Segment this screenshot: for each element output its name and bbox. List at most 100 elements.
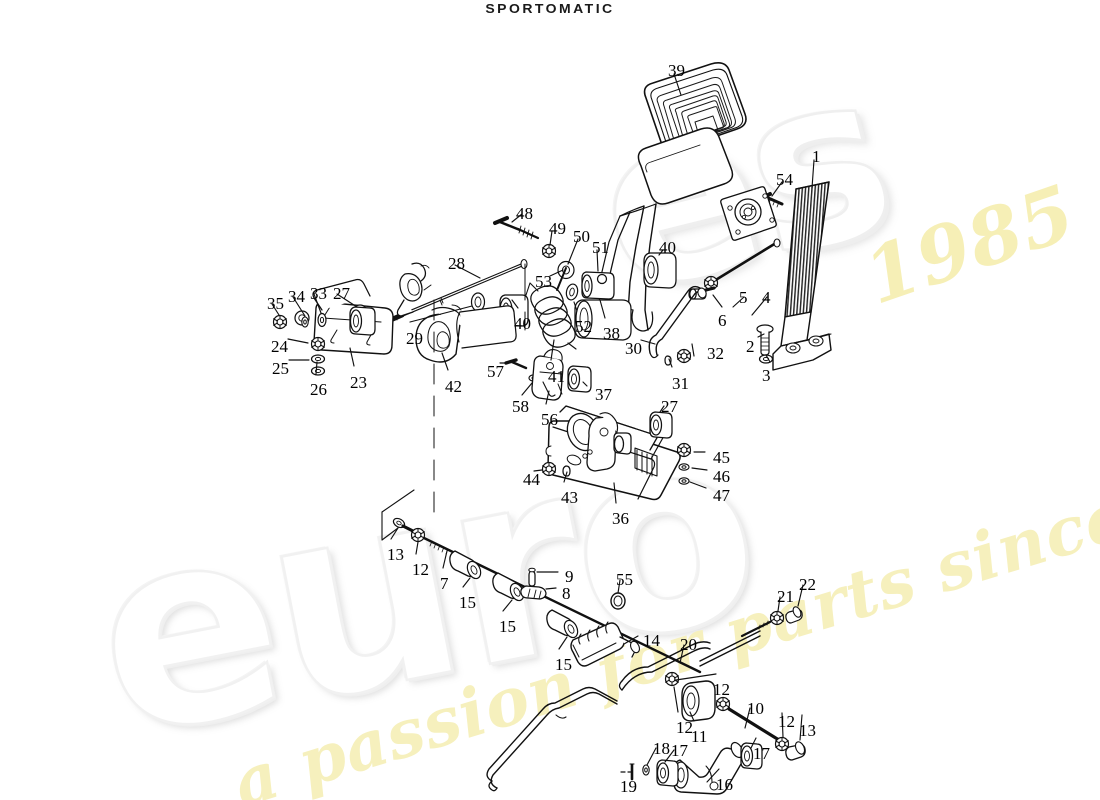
callout-55: 55 <box>616 570 633 589</box>
part-34-washer <box>301 316 309 328</box>
part-14-bellows <box>570 621 641 667</box>
page-title: SPORTOMATIC <box>485 2 615 16</box>
callout-42: 42 <box>445 377 462 396</box>
callout-25: 25 <box>272 359 289 378</box>
part-48-bolt <box>493 216 540 240</box>
callout-12: 12 <box>676 718 693 737</box>
callout-14: 14 <box>643 631 660 650</box>
part-35-nut <box>272 314 288 330</box>
callout-46: 46 <box>713 467 730 486</box>
part-55-o-ring <box>610 592 626 610</box>
part-33-washer <box>317 312 327 328</box>
callout-7: 7 <box>440 574 449 593</box>
part-42-bracket <box>415 304 517 363</box>
part-27-bushing <box>349 306 376 336</box>
callout-12: 12 <box>713 680 730 699</box>
callout-44: 44 <box>523 470 540 489</box>
callout-54: 54 <box>776 170 793 189</box>
part-46-washer <box>678 463 690 471</box>
part-40-bushing-b <box>643 252 677 289</box>
part-37-bushing <box>567 365 592 393</box>
part-1-accelerator-pedal <box>772 181 832 371</box>
part-32-nut <box>676 348 692 364</box>
callout-40: 40 <box>514 314 531 333</box>
callout-16: 16 <box>716 775 733 794</box>
callout-17: 17 <box>753 744 770 763</box>
part-29-clamp <box>396 262 430 317</box>
callout-56: 56 <box>541 410 558 429</box>
callout-48: 48 <box>516 204 533 223</box>
part-26-washer <box>310 366 326 376</box>
part-47-washer <box>678 477 690 485</box>
part-4-push-rod <box>712 238 781 283</box>
callout-47: 47 <box>713 486 730 505</box>
part-21-nut <box>769 610 785 626</box>
callout-28: 28 <box>448 254 465 273</box>
callout-20: 20 <box>680 635 697 654</box>
part-13-rod-end-b <box>785 741 806 761</box>
part-2-bolt <box>756 324 774 356</box>
part-17-sleeve <box>656 759 679 787</box>
part-25-washer <box>310 354 326 364</box>
callout-10: 10 <box>747 699 764 718</box>
callout-37: 37 <box>595 385 612 404</box>
clutch-pull-rod <box>486 686 618 792</box>
callout-27: 27 <box>333 284 350 303</box>
part-3-washer <box>758 354 774 364</box>
part-56-bracket <box>531 349 564 401</box>
part-41-coil-spring <box>523 282 577 350</box>
part-43-pin <box>562 465 571 477</box>
part-39-pedal-pad <box>643 62 747 151</box>
part-20-bent-tube <box>618 630 761 691</box>
callout-13: 13 <box>799 721 816 740</box>
callout-45: 45 <box>713 448 730 467</box>
callout-6: 6 <box>718 311 727 330</box>
part-17-sleeve-b <box>740 742 763 770</box>
callout-51: 51 <box>592 238 609 257</box>
part-8-clip <box>520 585 547 600</box>
callout-38: 38 <box>603 324 620 343</box>
callout-19: 19 <box>620 777 637 796</box>
callout-49: 49 <box>549 219 566 238</box>
part-9-pin <box>528 567 536 587</box>
part-24-nut <box>310 336 326 352</box>
callout-9: 9 <box>565 567 574 586</box>
callout-21: 21 <box>777 587 794 606</box>
callout-13: 13 <box>387 545 404 564</box>
callout-53: 53 <box>535 272 552 291</box>
callout-41: 41 <box>548 367 565 386</box>
callout-17: 17 <box>671 741 688 760</box>
part-15-bushing-3 <box>546 609 579 639</box>
callout-15: 15 <box>555 655 572 674</box>
callout-8: 8 <box>562 584 571 603</box>
part-38-brake-pedal-arm <box>574 127 734 341</box>
callout-3: 3 <box>762 366 771 385</box>
part-27-bushing-2 <box>649 411 673 439</box>
callout-18: 18 <box>653 739 670 758</box>
part-45-nut <box>676 442 692 458</box>
part-49-nut <box>541 243 557 259</box>
callout-34: 34 <box>288 287 305 306</box>
callout-39: 39 <box>668 61 685 80</box>
callout-50: 50 <box>573 227 590 246</box>
callout-31: 31 <box>672 374 689 393</box>
part-51-collar <box>581 271 615 300</box>
part-31-pin <box>664 355 672 366</box>
callout-33: 33 <box>310 284 327 303</box>
part-44-nut <box>541 461 557 477</box>
callout-26: 26 <box>310 380 327 399</box>
part-30-linkage-rod <box>648 285 707 359</box>
callout-27: 27 <box>661 397 678 416</box>
callout-15: 15 <box>499 617 516 636</box>
callout-2: 2 <box>746 337 755 356</box>
part-52-washer <box>565 283 579 301</box>
callout-58: 58 <box>512 397 529 416</box>
part-12-nut-b <box>664 671 680 687</box>
callout-15: 15 <box>459 593 476 612</box>
callout-22: 22 <box>799 575 816 594</box>
callout-36: 36 <box>612 509 629 528</box>
callout-29: 29 <box>406 329 423 348</box>
callout-30: 30 <box>625 339 642 358</box>
